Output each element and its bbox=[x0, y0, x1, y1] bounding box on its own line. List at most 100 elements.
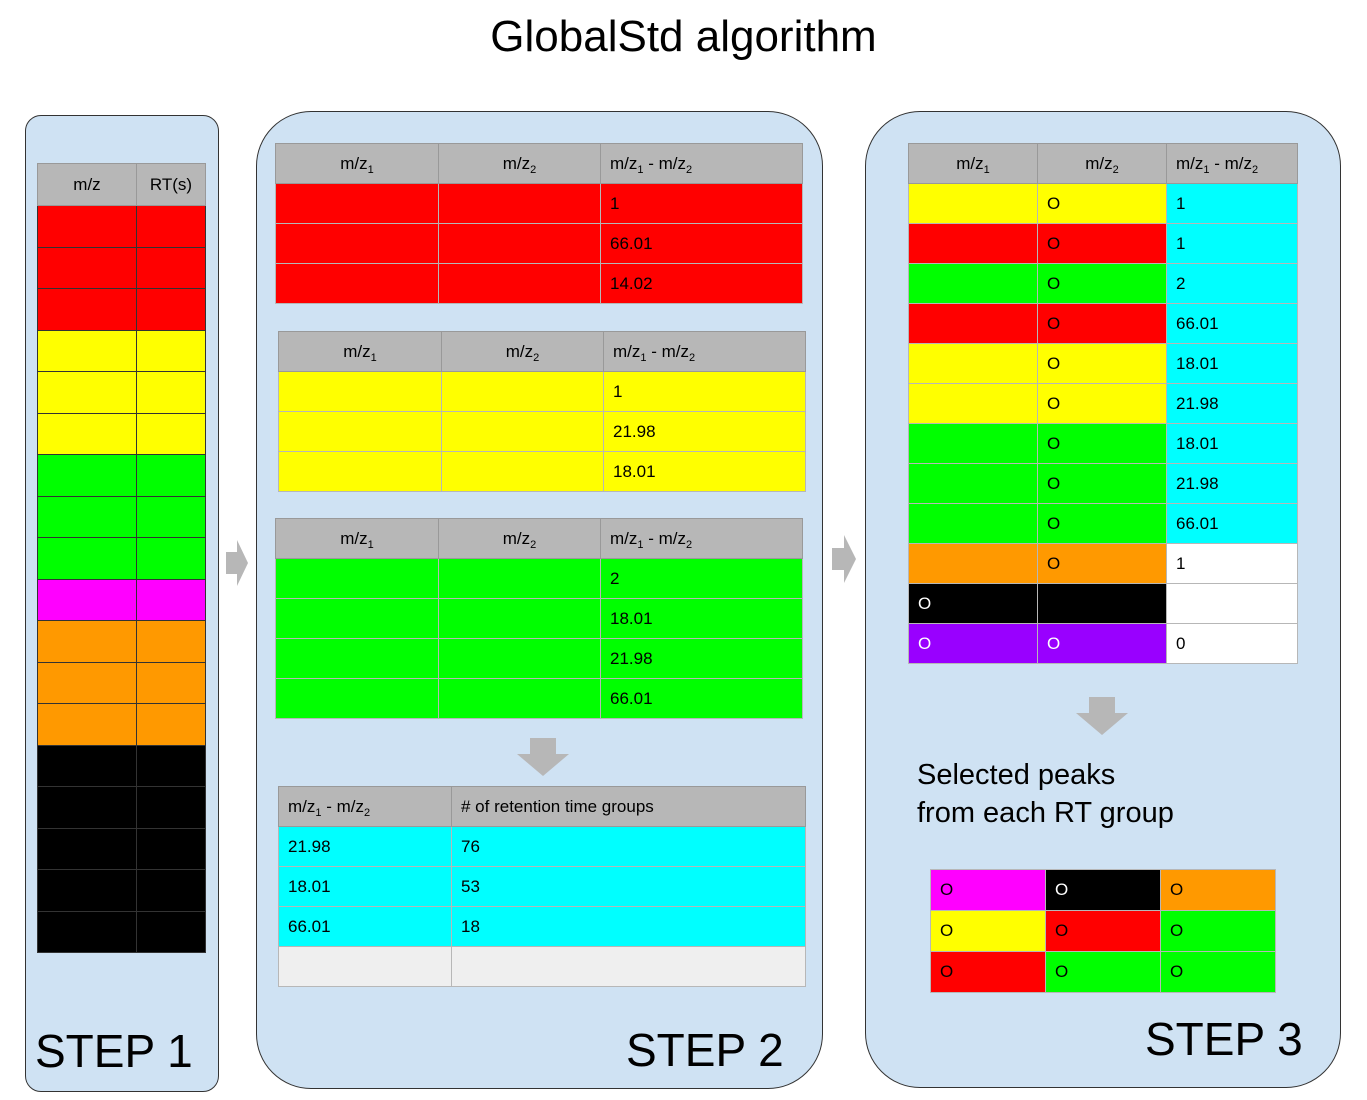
step1-row bbox=[37, 454, 206, 497]
step1-row bbox=[37, 412, 206, 455]
step1-cell-mz bbox=[37, 537, 137, 580]
step3-cell-mz2: O bbox=[1037, 223, 1167, 264]
selected-cell: O bbox=[1160, 951, 1276, 993]
step3-cell-diff: 2 bbox=[1166, 263, 1298, 304]
step3-cell-mz1 bbox=[908, 383, 1038, 424]
step3-cell-diff: 18.01 bbox=[1166, 343, 1298, 384]
step2-cell-diff: 1 bbox=[603, 371, 806, 412]
step1-cell-rt bbox=[136, 537, 206, 580]
step3-cell-diff: 21.98 bbox=[1166, 383, 1298, 424]
step1-cell-mz bbox=[37, 246, 137, 289]
step2-row: 14.02 bbox=[275, 263, 803, 304]
selected-cell: O bbox=[1045, 910, 1161, 952]
summary-cell: 66.01 bbox=[278, 906, 452, 947]
summary-cell: 18.01 bbox=[278, 866, 452, 907]
step1-cell-rt bbox=[136, 329, 206, 372]
step2-cell-mz2 bbox=[441, 371, 604, 412]
step3-cell-mz1 bbox=[908, 423, 1038, 464]
selected-peaks-line2: from each RT group bbox=[917, 797, 1174, 829]
summary-cell: 53 bbox=[451, 866, 806, 907]
step2-header-cell: m/z1 - m/z2 bbox=[600, 143, 803, 184]
step1-cell-rt bbox=[136, 205, 206, 248]
step3-cell-diff: 1 bbox=[1166, 183, 1298, 224]
step1-row bbox=[37, 869, 206, 912]
step2-header-cell: m/z1 - m/z2 bbox=[603, 331, 806, 372]
summary-row bbox=[278, 946, 806, 987]
step3-cell-mz2: O bbox=[1037, 183, 1167, 224]
step1-label: STEP 1 bbox=[35, 1025, 193, 1077]
step1-cell-mz bbox=[37, 205, 137, 248]
step2-row: 18.01 bbox=[278, 451, 806, 492]
selected-cell: O bbox=[1160, 910, 1276, 952]
step3-cell-mz2: O bbox=[1037, 263, 1167, 304]
step3-cell-diff: 66.01 bbox=[1166, 503, 1298, 544]
step1-cell-rt bbox=[136, 371, 206, 414]
step1-cell-rt bbox=[136, 910, 206, 953]
step1-cell-mz bbox=[37, 827, 137, 870]
down-arrow-icon bbox=[1076, 697, 1128, 735]
step2-row: 18.01 bbox=[275, 598, 803, 639]
step1-row bbox=[37, 703, 206, 746]
selected-cell: O bbox=[1045, 951, 1161, 993]
selected-cell: O bbox=[1160, 869, 1276, 911]
step2-cell-mz1 bbox=[275, 183, 439, 224]
step2-cell-mz1 bbox=[275, 638, 439, 679]
step1-cell-mz bbox=[37, 329, 137, 372]
step1-cell-mz bbox=[37, 371, 137, 414]
step3-cell-mz1 bbox=[908, 343, 1038, 384]
step1-cell-mz bbox=[37, 578, 137, 621]
step1-cell-rt bbox=[136, 827, 206, 870]
step1-row bbox=[37, 371, 206, 414]
step1-cell-rt bbox=[136, 620, 206, 663]
step3-cell-mz1 bbox=[908, 463, 1038, 504]
step2-cell-mz1 bbox=[275, 558, 439, 599]
step3-cell-mz2: O bbox=[1037, 623, 1167, 664]
step2-header-cell: m/z2 bbox=[438, 143, 601, 184]
down-arrow-icon bbox=[517, 738, 569, 776]
step1-table: m/z RT(s) bbox=[37, 163, 206, 953]
summary-cell bbox=[278, 946, 452, 987]
step3-cell-mz2 bbox=[1037, 583, 1167, 624]
step2-cell-mz2 bbox=[441, 411, 604, 452]
step3-cell-diff bbox=[1166, 583, 1298, 624]
step3-label: STEP 3 bbox=[1145, 1013, 1303, 1065]
step1-cell-rt bbox=[136, 578, 206, 621]
right-arrow-icon bbox=[226, 540, 248, 586]
step2-cell-mz1 bbox=[275, 223, 439, 264]
step3-cell-mz1 bbox=[908, 183, 1038, 224]
step2-cell-mz1 bbox=[278, 451, 442, 492]
step2-cell-mz2 bbox=[438, 558, 601, 599]
step1-cell-mz bbox=[37, 869, 137, 912]
step2-header-cell: m/z2 bbox=[438, 518, 601, 559]
step1-row bbox=[37, 578, 206, 621]
step1-cell-mz bbox=[37, 703, 137, 746]
step2-row: 21.98 bbox=[275, 638, 803, 679]
step3-cell-mz2: O bbox=[1037, 503, 1167, 544]
step2-header-cell: m/z1 - m/z2 bbox=[600, 518, 803, 559]
step2-row: 66.01 bbox=[275, 678, 803, 719]
step1-header-mz: m/z bbox=[37, 163, 137, 206]
step1-row bbox=[37, 620, 206, 663]
step1-cell-mz bbox=[37, 495, 137, 538]
step1-cell-mz bbox=[37, 454, 137, 497]
step1-cell-rt bbox=[136, 454, 206, 497]
step1-row bbox=[37, 786, 206, 829]
step1-cell-rt bbox=[136, 786, 206, 829]
step1-cell-rt bbox=[136, 869, 206, 912]
step1-row bbox=[37, 537, 206, 580]
step1-row bbox=[37, 288, 206, 331]
step2-cell-mz1 bbox=[275, 263, 439, 304]
step2-header-cell: m/z2 bbox=[441, 331, 604, 372]
